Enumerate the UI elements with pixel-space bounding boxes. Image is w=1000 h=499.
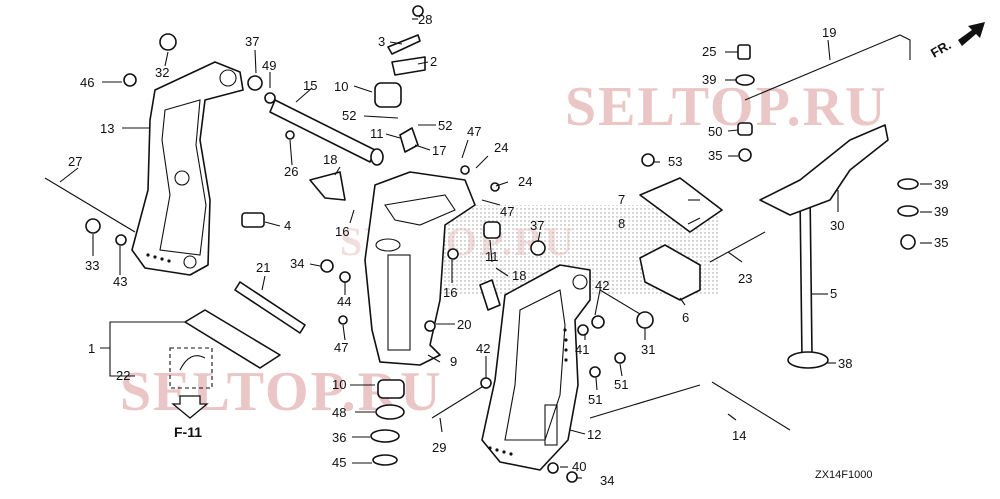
callout-5: 5: [830, 286, 837, 301]
callout-17: 17: [432, 143, 446, 158]
callout-12: 12: [587, 427, 601, 442]
callout-39: 39: [934, 177, 948, 192]
callout-13: 13: [100, 121, 114, 136]
tube-21: [234, 281, 306, 334]
callout-47: 47: [467, 124, 481, 139]
callout-14: 14: [732, 428, 746, 443]
front-arrow-marker: FR.: [928, 22, 985, 61]
swivel-case: [364, 171, 476, 366]
callout-8: 8: [618, 216, 625, 231]
callout-18: 18: [512, 268, 526, 283]
callout-52: 52: [342, 108, 356, 123]
callout-labels: 28 3 2 10 52 52 11 17 47 24 24 47 18 16 …: [68, 12, 948, 488]
callout-32: 32: [155, 65, 169, 80]
callout-11: 11: [370, 126, 384, 141]
steering-shaft-arm: [759, 124, 889, 369]
figure-reference: F-11: [171, 395, 209, 440]
callout-35: 35: [934, 235, 948, 250]
callout-48: 48: [332, 405, 346, 420]
callout-47: 47: [334, 340, 348, 355]
callout-51: 51: [614, 377, 628, 392]
callout-34: 34: [600, 473, 614, 488]
callout-15: 15: [303, 78, 317, 93]
bolt-14: [711, 381, 791, 431]
callout-50: 50: [708, 124, 722, 139]
plate-7: [639, 177, 723, 233]
rod-19: [744, 34, 911, 101]
callout-19: 19: [822, 25, 836, 40]
callout-27: 27: [68, 154, 82, 169]
callout-25: 25: [702, 44, 716, 59]
bolt-29: [431, 381, 491, 419]
callout-30: 30: [830, 218, 844, 233]
leader-lines: [59, 18, 932, 479]
stern-bracket-left: [131, 61, 244, 276]
callout-10: 10: [332, 377, 346, 392]
callout-31: 31: [641, 342, 655, 357]
callout-11: 11: [485, 249, 499, 264]
callout-22: 22: [116, 368, 130, 383]
callout-52: 52: [438, 118, 452, 133]
callout-4: 4: [284, 218, 291, 233]
callout-42: 42: [595, 278, 609, 293]
figure-ref-label: F-11: [174, 424, 202, 440]
callout-3: 3: [378, 34, 385, 49]
callout-1: 1: [88, 341, 95, 356]
callout-9: 9: [450, 354, 457, 369]
callout-16: 16: [443, 285, 457, 300]
callout-28: 28: [418, 12, 432, 27]
callout-49: 49: [262, 58, 276, 73]
callout-47: 47: [500, 204, 514, 219]
callout-34: 34: [290, 256, 304, 271]
callout-53: 53: [668, 154, 682, 169]
block-6: [639, 244, 701, 301]
callout-36: 36: [332, 430, 346, 445]
callout-44: 44: [337, 294, 351, 309]
callout-24: 24: [494, 140, 508, 155]
callout-51: 51: [588, 392, 602, 407]
callout-43: 43: [113, 274, 127, 289]
callout-20: 20: [457, 317, 471, 332]
tilt-shaft: [269, 99, 384, 166]
callout-26: 26: [284, 164, 298, 179]
callout-42: 42: [476, 341, 490, 356]
callout-46: 46: [80, 75, 94, 90]
callout-10: 10: [334, 79, 348, 94]
callout-37: 37: [530, 218, 544, 233]
callout-2: 2: [430, 54, 437, 69]
watermark-top: SELTOP.RU: [565, 76, 888, 138]
callout-7: 7: [618, 192, 625, 207]
callout-16: 16: [335, 224, 349, 239]
callout-35: 35: [708, 148, 722, 163]
callout-18: 18: [323, 152, 337, 167]
callout-33: 33: [85, 258, 99, 273]
diagram-code: ZX14F1000: [815, 469, 872, 481]
bolt-27: [44, 177, 136, 233]
callout-6: 6: [682, 310, 689, 325]
stern-bracket-right: [481, 264, 591, 471]
callout-38: 38: [838, 356, 852, 371]
callout-24: 24: [518, 174, 532, 189]
callout-40: 40: [572, 459, 586, 474]
small-hardware: [85, 5, 919, 483]
callout-37: 37: [245, 34, 259, 49]
bolt-23: [709, 231, 766, 263]
callout-39: 39: [702, 72, 716, 87]
callout-21: 21: [256, 260, 270, 275]
plate-assembly-1: [169, 309, 281, 389]
front-label: FR.: [928, 37, 954, 60]
callout-23: 23: [738, 271, 752, 286]
callout-41: 41: [575, 342, 589, 357]
callout-29: 29: [432, 440, 446, 455]
callout-39: 39: [934, 204, 948, 219]
callout-45: 45: [332, 455, 346, 470]
